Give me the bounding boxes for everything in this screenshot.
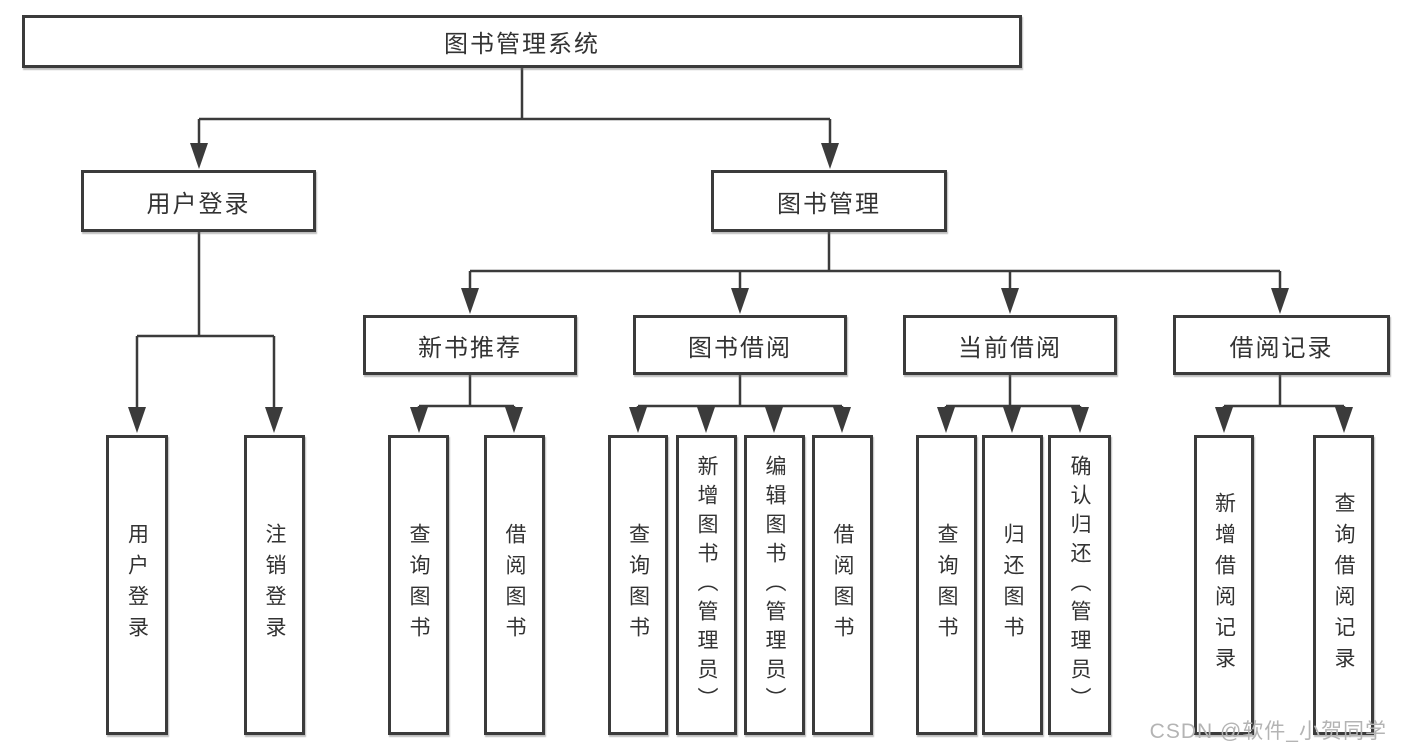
leaf-query-borrow-record-label: 查询借阅记录 — [1332, 492, 1356, 678]
leaf-add-book-admin-label: 新增图书（管理员） — [695, 454, 719, 716]
node-user-login-label: 用户登录 — [146, 190, 251, 218]
leaf-borrow-books-2: 借阅图书 — [812, 435, 873, 735]
leaf-query-borrow-record: 查询借阅记录 — [1313, 435, 1374, 735]
leaf-add-borrow-record-label: 新增借阅记录 — [1212, 492, 1236, 678]
leaf-query-books-2: 查询图书 — [608, 435, 668, 735]
leaf-borrow-books-1-label: 借阅图书 — [503, 523, 527, 647]
node-current-borrow-label: 当前借阅 — [958, 334, 1062, 362]
leaf-borrow-books-2-label: 借阅图书 — [831, 523, 855, 647]
leaf-query-books-1-label: 查询图书 — [407, 523, 431, 647]
node-new-book-recommend-label: 新书推荐 — [418, 334, 522, 362]
leaf-query-books-2-label: 查询图书 — [626, 523, 650, 647]
watermark: CSDN @软件_小贺同学 — [1149, 720, 1387, 743]
node-book-borrow-label: 图书借阅 — [688, 334, 792, 362]
leaf-logout: 注销登录 — [244, 435, 305, 735]
leaf-confirm-return-admin-label: 确认归还（管理员） — [1068, 454, 1092, 716]
node-library-system-label: 图书管理系统 — [444, 31, 600, 58]
leaf-user-login: 用户登录 — [106, 435, 168, 735]
node-new-book-recommend: 新书推荐 — [363, 315, 577, 375]
arrowhead-icons — [128, 143, 1353, 433]
leaf-user-login-label: 用户登录 — [125, 523, 149, 647]
node-borrow-records: 借阅记录 — [1173, 315, 1390, 375]
node-book-management-label: 图书管理 — [777, 190, 881, 218]
leaf-edit-book-admin: 编辑图书（管理员） — [744, 435, 805, 735]
node-library-system: 图书管理系统 — [22, 15, 1022, 68]
leaf-query-books-3: 查询图书 — [916, 435, 977, 735]
leaf-return-book-label: 归还图书 — [1001, 523, 1025, 647]
leaf-add-borrow-record: 新增借阅记录 — [1194, 435, 1254, 735]
leaf-return-book: 归还图书 — [982, 435, 1043, 735]
node-book-borrow: 图书借阅 — [633, 315, 847, 375]
leaf-edit-book-admin-label: 编辑图书（管理员） — [763, 454, 787, 716]
leaf-query-books-1: 查询图书 — [388, 435, 449, 735]
leaf-query-books-3-label: 查询图书 — [935, 523, 959, 647]
node-user-login: 用户登录 — [81, 170, 316, 232]
leaf-confirm-return-admin: 确认归还（管理员） — [1048, 435, 1111, 735]
leaf-borrow-books-1: 借阅图书 — [484, 435, 545, 735]
leaf-logout-label: 注销登录 — [263, 523, 287, 647]
node-book-management: 图书管理 — [711, 170, 947, 232]
node-current-borrow: 当前借阅 — [903, 315, 1117, 375]
leaf-add-book-admin: 新增图书（管理员） — [676, 435, 737, 735]
node-borrow-records-label: 借阅记录 — [1229, 334, 1334, 362]
